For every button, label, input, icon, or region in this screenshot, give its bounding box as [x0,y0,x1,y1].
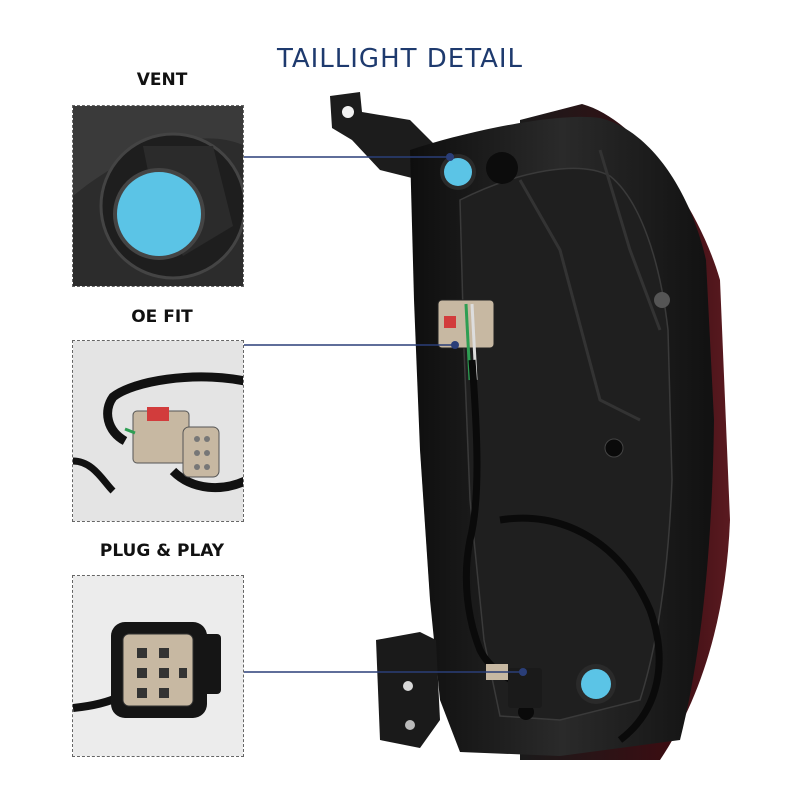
oe-fit-connector-image [72,340,244,522]
callout-label-vent: VENT [136,70,188,90]
callout-label-oe-fit: OE FIT [131,307,193,327]
vent-detail-image [72,105,244,287]
page-title: TAILLIGHT DETAIL [276,44,524,74]
callout-label-plug-play: PLUG & PLAY [99,541,225,561]
plug-play-connector-image [72,575,244,757]
